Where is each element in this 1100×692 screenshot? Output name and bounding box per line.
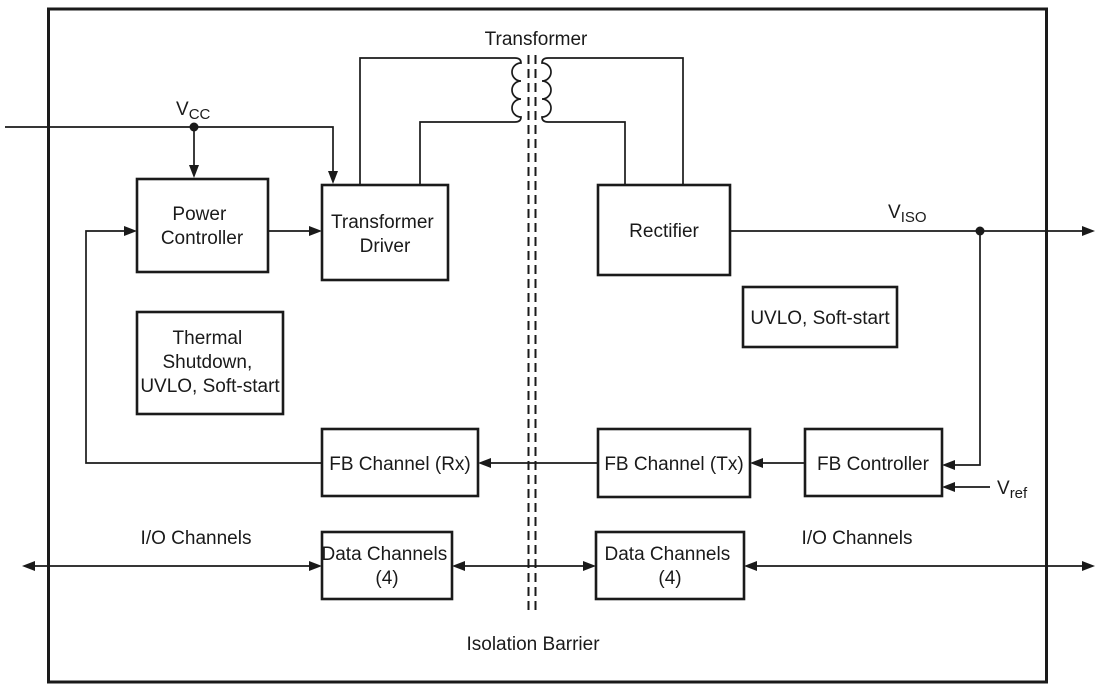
arrowhead-left-into-data-left (452, 561, 465, 571)
io-channels-left-label: I/O Channels (141, 528, 252, 549)
transformer-primary-winding (359, 57, 522, 185)
arrowhead-right-io-right (1082, 561, 1095, 571)
device-boundary (47, 7, 1048, 684)
fb-channel-tx-box (596, 427, 752, 499)
uvlo-soft-start-box (741, 285, 899, 349)
transformer-driver-block: Transformer Driver (320, 183, 450, 282)
arrowhead-left-into-fb-rx (478, 458, 491, 468)
transformer-title: Transformer (485, 29, 588, 50)
uvlo-soft-start-block: UVLO, Soft-start (741, 285, 899, 349)
arrowhead-left-io-left (22, 561, 35, 571)
fb-channel-rx-label: FB Channel (Rx) (329, 454, 471, 475)
arrowhead-left-into-data-right (744, 561, 757, 571)
feedback-loop-wire (85, 230, 322, 464)
thermal-shutdown-box (135, 310, 285, 416)
transformer-driver-box (320, 183, 450, 282)
isolation-barrier-title: Isolation Barrier (466, 634, 600, 655)
arrowhead-left-into-fb-controller (942, 460, 955, 470)
power-controller-box (135, 177, 270, 274)
data-channels-left-box (320, 530, 454, 601)
data-channels-right-label: Data Channels (4) (605, 544, 736, 589)
vref-pin-label: Vref (997, 478, 1028, 502)
vcc-junction-dot (189, 122, 199, 132)
arrowhead-down-into-transformer-driver (328, 171, 338, 184)
thermal-shutdown-label: Thermal Shutdown, UVLO, Soft-start (140, 328, 280, 397)
data-channels-left-block: Data Channels (4) (320, 530, 454, 601)
data-channels-left-label: Data Channels (4) (322, 544, 453, 589)
transformer-secondary-winding (541, 57, 684, 185)
uvlo-soft-start-label: UVLO, Soft-start (750, 308, 890, 329)
thermal-shutdown-block: Thermal Shutdown, UVLO, Soft-start (135, 310, 285, 416)
power-controller-block: Power Controller (135, 177, 270, 274)
data-channels-right-block: Data Channels (4) (594, 530, 746, 601)
arrowhead-right-into-power-controller (124, 226, 137, 236)
blocks: Power Controller Transformer Driver Rect… (135, 177, 944, 601)
rectifier-label: Rectifier (629, 221, 699, 242)
transformer-driver-label: Transformer Driver (331, 212, 439, 257)
fb-channel-tx-block: FB Channel (Tx) (596, 427, 752, 499)
arrowhead-down-into-power-controller (189, 165, 199, 178)
fb-channel-tx-label: FB Channel (Tx) (604, 454, 743, 475)
arrowhead-right-into-data-left (309, 561, 322, 571)
wires (5, 57, 1095, 571)
fb-controller-box (803, 427, 944, 498)
arrowhead-right-into-transformer-driver (309, 226, 322, 236)
data-channels-right-box (594, 530, 746, 601)
fb-channel-rx-box (320, 427, 480, 498)
io-channels-right-label: I/O Channels (802, 528, 913, 549)
power-controller-label: Power Controller (161, 204, 244, 249)
arrowhead-right-viso-output (1082, 226, 1095, 236)
rectifier-block: Rectifier (596, 183, 732, 277)
arrowhead-left-into-fb-tx (750, 458, 763, 468)
viso-to-fb-controller-wire (955, 231, 981, 466)
vcc-pin-label: VCC (176, 99, 211, 123)
annotations: Transformer Isolation Barrier I/O Channe… (141, 29, 1028, 655)
fb-controller-block: FB Controller (803, 427, 944, 498)
arrowhead-right-into-data-right (583, 561, 596, 571)
viso-pin-label: VISO (888, 202, 927, 226)
arrowhead-left-vref-into-fb-controller (942, 482, 955, 492)
fb-channel-rx-block: FB Channel (Rx) (320, 427, 480, 498)
fb-controller-label: FB Controller (817, 454, 930, 475)
vcc-rail-wire (5, 126, 334, 172)
rectifier-box (596, 183, 732, 277)
